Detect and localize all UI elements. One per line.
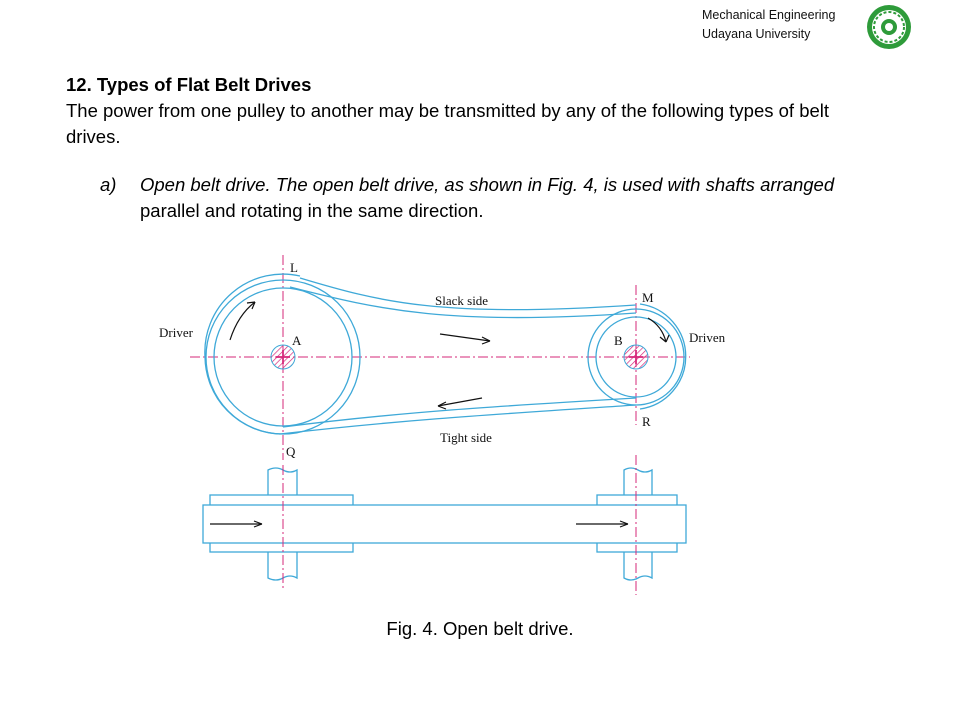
list-marker: a): [100, 174, 117, 195]
label-Q: Q: [286, 444, 296, 459]
slack-direction-arrow: [439, 333, 491, 342]
driven-rotation-arrow: [647, 317, 667, 343]
label-driven: Driven: [689, 330, 726, 345]
section-intro: The power from one pulley to another may…: [66, 100, 830, 147]
label-M: M: [642, 290, 654, 305]
open-belt-drive-diagram: L M A B Q R Driver Driven Slack side Tig…: [159, 255, 726, 595]
label-A: A: [292, 333, 302, 348]
section-content: 12. Types of Flat Belt Drives The power …: [66, 72, 886, 150]
label-B: B: [614, 333, 623, 348]
label-driver: Driver: [159, 325, 194, 340]
label-L: L: [290, 260, 298, 275]
header-university: Udayana University: [702, 27, 811, 41]
side-view-centerlines: [282, 455, 637, 595]
driver-rotation-arrow: [229, 301, 256, 341]
belt: [204, 277, 637, 435]
diagram-labels: L M A B Q R Driver Driven Slack side Tig…: [159, 260, 726, 459]
label-slack-side: Slack side: [435, 293, 488, 308]
tight-direction-arrow: [437, 397, 483, 407]
motion-arrows: [229, 301, 670, 410]
section-title: 12. Types of Flat Belt Drives: [66, 74, 312, 95]
label-R: R: [642, 414, 651, 429]
figure-caption: Fig. 4. Open belt drive.: [386, 618, 574, 639]
shaft-center-marks: [276, 350, 643, 364]
side-view-arrows: [210, 520, 629, 528]
header-institution: Mechanical Engineering Udayana Universit…: [702, 6, 835, 44]
label-tight-side: Tight side: [440, 430, 492, 445]
header-department: Mechanical Engineering: [702, 8, 836, 22]
list-item-text: Open belt drive. The open belt drive, as…: [140, 172, 860, 224]
university-seal-icon: [867, 5, 911, 49]
item-italic-text: Open belt drive. The open belt drive, as…: [140, 174, 835, 195]
item-plain-text: parallel and rotating in the same direct…: [140, 200, 484, 221]
